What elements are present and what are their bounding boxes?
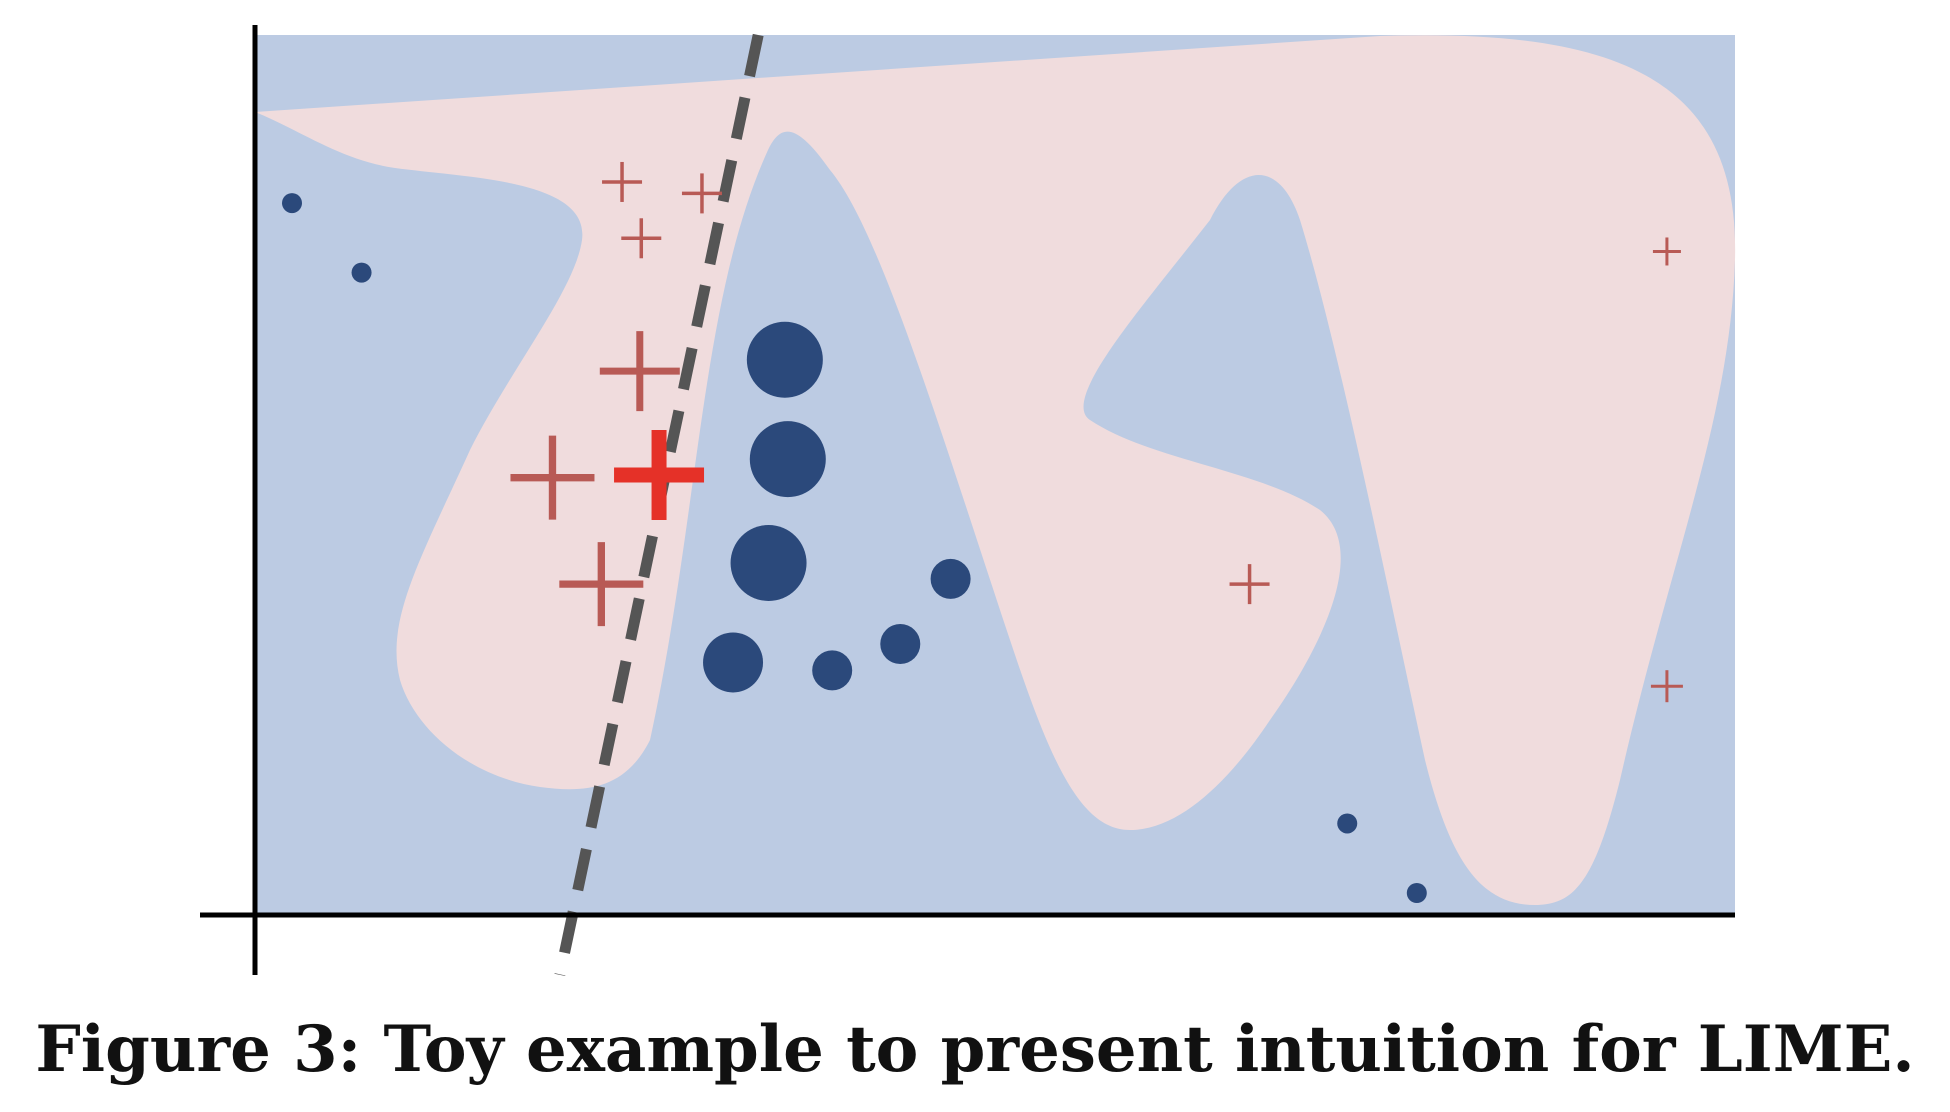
positive-point-2 bbox=[621, 218, 662, 259]
negative-point-1 bbox=[351, 262, 372, 283]
negative-point-3 bbox=[749, 421, 826, 498]
positive-point-5 bbox=[559, 542, 644, 627]
positive-point-1 bbox=[681, 173, 722, 214]
explained-instance-point bbox=[614, 430, 705, 520]
positive-point-3 bbox=[599, 331, 680, 412]
negative-point-0 bbox=[282, 193, 302, 214]
negative-class-points bbox=[282, 193, 1427, 903]
positive-point-0 bbox=[602, 161, 643, 202]
lime-toy-figure bbox=[200, 25, 1736, 976]
toy-decision-plot bbox=[200, 25, 1736, 976]
positive-point-8 bbox=[1652, 237, 1681, 266]
negative-point-8 bbox=[930, 558, 971, 599]
positive-point-7 bbox=[1650, 670, 1683, 703]
negative-point-7 bbox=[880, 623, 921, 664]
figure-caption: Figure 3: Toy example to present intuiti… bbox=[35, 1012, 1915, 1087]
positive-class-points bbox=[510, 161, 1683, 703]
explained-instance-group bbox=[614, 430, 705, 520]
negative-point-9 bbox=[1337, 813, 1358, 834]
negative-point-5 bbox=[703, 632, 764, 693]
negative-point-6 bbox=[812, 650, 853, 691]
plot-axes bbox=[200, 25, 1735, 975]
negative-point-10 bbox=[1406, 883, 1427, 903]
negative-point-4 bbox=[730, 525, 807, 601]
positive-point-4 bbox=[510, 435, 595, 520]
positive-point-6 bbox=[1229, 564, 1270, 605]
negative-point-2 bbox=[746, 321, 823, 398]
